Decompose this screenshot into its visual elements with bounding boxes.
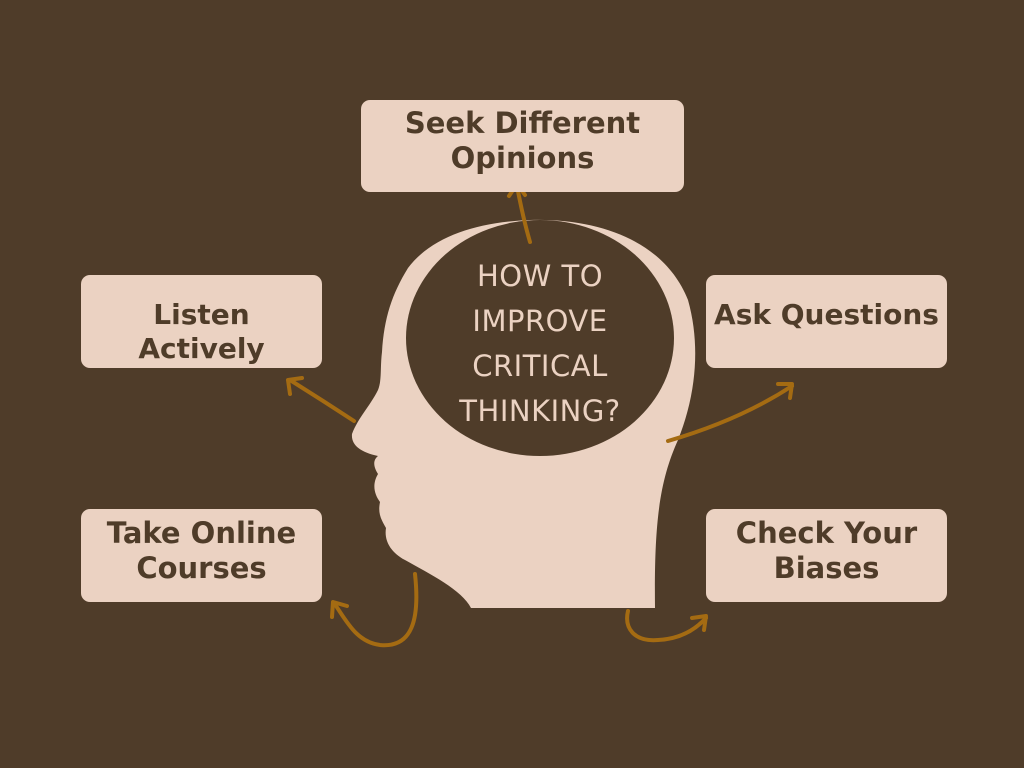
arrow-head-biases	[690, 614, 708, 632]
arrow-to-biases	[625, 609, 708, 643]
brain-oval	[406, 220, 674, 456]
tip-check-your-biases: Check Your Biases	[706, 509, 947, 602]
arrow-to-listen	[288, 378, 356, 423]
arrow-head-listen	[286, 376, 304, 396]
arrow-head-online	[330, 600, 349, 619]
arrow-to-online	[332, 572, 419, 648]
tip-ask-questions: Ask Questions	[706, 275, 947, 368]
tip-label: Listen Actively	[138, 298, 265, 365]
tip-take-online-courses: Take Online Courses	[81, 509, 322, 602]
diagram-title: HOW TO IMPROVE CRITICAL THINKING?	[459, 259, 621, 428]
tip-label: Seek Different Opinions	[404, 106, 641, 175]
tip-listen-actively: Listen Actively	[81, 275, 322, 368]
tip-label: Take Online Courses	[106, 516, 297, 585]
arrow-head-ask	[776, 382, 794, 400]
tip-seek-different-opinions: Seek Different Opinions	[361, 100, 684, 192]
tip-label: Ask Questions	[714, 298, 939, 331]
tip-label: Check Your Biases	[735, 516, 918, 585]
arrow-to-ask	[666, 384, 794, 443]
